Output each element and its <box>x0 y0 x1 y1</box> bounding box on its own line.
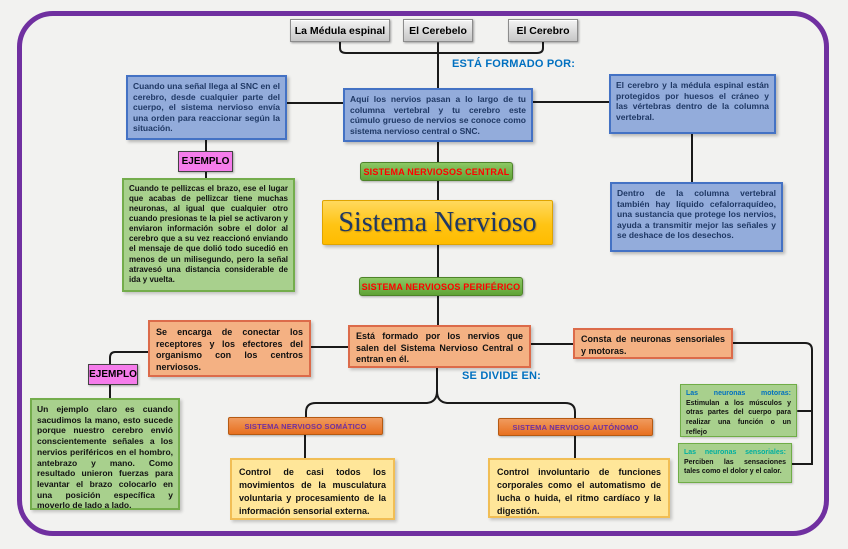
node-snc-signal: Cuando una señal llega al SNC en el cere… <box>126 75 287 140</box>
node-snc-definition: Aquí los nervios pasan a lo largo de tu … <box>343 88 533 142</box>
node-cerebro: El Cerebro <box>508 19 578 42</box>
label-ejemplo-central: EJEMPLO <box>178 151 233 172</box>
neuronas-motoras-text: Estimulan a los músculos y otras partes … <box>686 399 791 436</box>
node-neuronas-sensoriales: Las neuronas sensoriales: Perciben las s… <box>678 443 792 483</box>
node-medula-espinal: La Médula espinal <box>290 19 390 42</box>
node-snp-definition: Está formado por los nervios que salen d… <box>348 325 531 368</box>
neuronas-sensoriales-text: Perciben las sensaciones tales como el d… <box>684 458 786 476</box>
label-sistema-nervioso-periferico: SISTEMA NERVIOSOS PERIFÉRICO <box>359 277 523 296</box>
node-neuronas-motoras: Las neuronas motoras: Estimulan a los mú… <box>680 384 797 437</box>
node-snp-example: Un ejemplo claro es cuando sacudimos la … <box>30 398 180 510</box>
node-snp-neurons: Consta de neuronas sensoriales y motoras… <box>573 328 733 359</box>
node-snc-protection: El cerebro y la médula espinal están pro… <box>609 74 776 134</box>
node-snc-liquid: Dentro de la columna vertebral también h… <box>610 182 783 252</box>
node-cerebelo: El Cerebelo <box>403 19 473 42</box>
neuronas-sensoriales-label: Las neuronas sensoriales: <box>684 449 786 456</box>
node-somatico-control: Control de casi todos los movimientos de… <box>230 458 395 520</box>
label-sistema-nervioso-somatico: SISTEMA NERVIOSO SOMÁTICO <box>228 417 383 435</box>
node-autonomo-control: Control involuntario de funciones corpor… <box>488 458 670 518</box>
annotation-esta-formado-por: ESTÁ FORMADO POR: <box>452 58 576 70</box>
label-sistema-nervioso-central: SISTEMA NERVIOSOS CENTRAL <box>360 162 513 181</box>
annotation-se-divide-en: SE DIVIDE EN: <box>462 370 542 382</box>
node-snp-connect: Se encarga de conectar los receptores y … <box>148 320 311 377</box>
decorative-purple-frame <box>17 11 829 536</box>
node-snc-example: Cuando te pellizcas el brazo, ese el lug… <box>122 178 295 292</box>
map-title: Sistema Nervioso <box>322 200 553 245</box>
neuronas-motoras-label: Las neuronas motoras: <box>686 390 791 397</box>
label-ejemplo-periferico: EJEMPLO <box>88 364 138 385</box>
label-sistema-nervioso-autonomo: SISTEMA NERVIOSO AUTÓNOMO <box>498 418 653 436</box>
